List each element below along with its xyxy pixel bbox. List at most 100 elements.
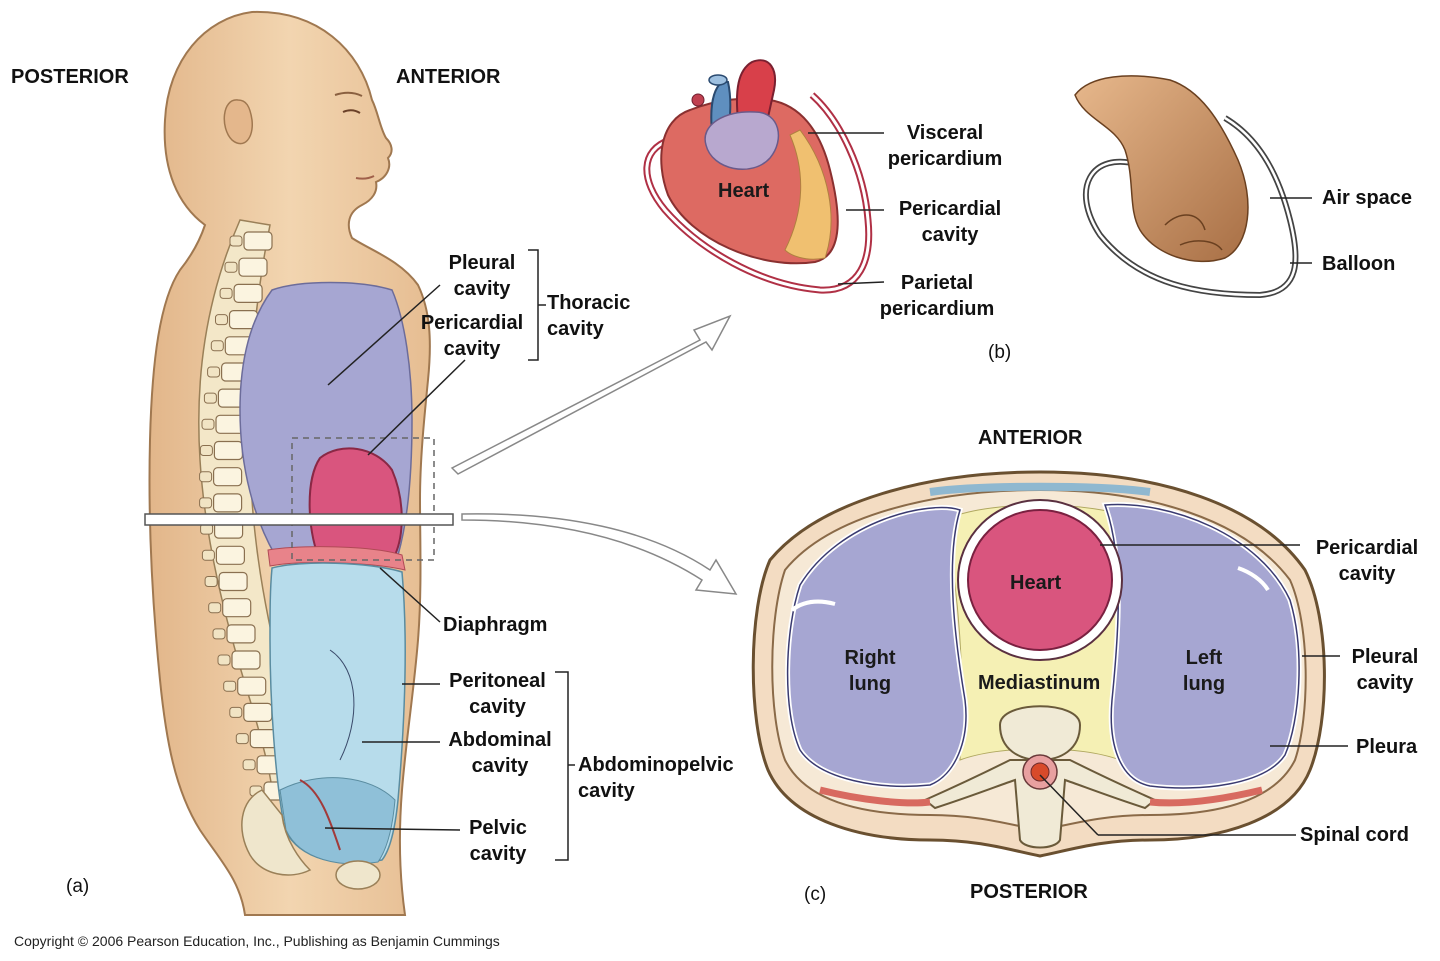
- right-lung-line2: lung: [848, 673, 892, 695]
- pleural-cavity-c-line1: Pleural: [1351, 646, 1419, 668]
- vertebra-process: [201, 418, 215, 430]
- pericardial-cavity-b-line2: cavity: [921, 224, 979, 246]
- pericardial-cavity-region: [308, 447, 403, 556]
- posterior-label-a: POSTERIOR: [11, 66, 129, 88]
- abdominal-divider: [329, 649, 355, 761]
- pleural-cavity-line2: cavity: [453, 278, 511, 300]
- arrow-to-panel-c: [461, 513, 738, 595]
- panel-b-heart: [643, 59, 885, 294]
- pericardial-cavity-b-line1: Pericardial: [898, 198, 1002, 220]
- left-lung-line2: lung: [1182, 673, 1226, 695]
- balloon-label: Balloon: [1322, 253, 1396, 275]
- pericardial-cavity-label-a: Pericardial cavity: [412, 310, 532, 362]
- vertebra: [243, 231, 273, 251]
- pleura-label: Pleura: [1356, 736, 1418, 758]
- atrium: [704, 111, 780, 171]
- vertebra: [215, 545, 245, 565]
- pericardial-cavity-a-line2: cavity: [443, 338, 501, 360]
- sternum-rib: [929, 482, 1151, 496]
- left-lung-edge: [1103, 503, 1300, 789]
- vertebra-body: [998, 705, 1082, 762]
- vertebra: [237, 676, 267, 696]
- vessel-left: [691, 93, 705, 107]
- vertebra-process: [215, 314, 228, 326]
- abdominal-cavity-label: Abdominal cavity: [440, 727, 560, 779]
- peritoneal-cavity-label: Peritoneal cavity: [440, 668, 555, 720]
- vertebra-process: [199, 471, 213, 483]
- vertebra-process: [208, 602, 222, 614]
- parietal-pericardium-line1: Parietal: [900, 272, 974, 294]
- thoracic-cavity-line2: cavity: [547, 318, 604, 340]
- left-lung-fissure: [1237, 566, 1270, 592]
- vertebra-process: [201, 549, 215, 561]
- panel-b-balloon-leaders: [1270, 197, 1312, 264]
- vertebra-process: [199, 497, 213, 509]
- thoracic-cavity-line1: Thoracic: [547, 292, 631, 314]
- panel-b-tag: (b): [988, 342, 1012, 363]
- ear: [223, 99, 253, 145]
- vertebra-process: [224, 261, 238, 273]
- visceral-pericardium-label: Visceral pericardium: [870, 120, 1020, 172]
- pelvis-bone: [241, 789, 312, 876]
- abdominal-cavity-line1: Abdominal: [448, 729, 552, 751]
- peritoneal-cavity-line1: Peritoneal: [449, 670, 546, 692]
- pelvic-cavity-label: Pelvic cavity: [458, 815, 538, 867]
- panel-b-balloon: [1074, 75, 1312, 299]
- vessel-opening: [708, 74, 728, 86]
- abdominal-cavity-line2: cavity: [471, 755, 529, 777]
- vertebra-process: [242, 759, 256, 771]
- pelvic-cavity-line2: cavity: [469, 843, 527, 865]
- pleural-cavity-line1: Pleural: [448, 252, 516, 274]
- diaphragm-band: [267, 546, 406, 571]
- arrow-to-panel-b: [450, 314, 732, 475]
- vertebra-process: [212, 628, 226, 640]
- vertebra-process: [199, 445, 213, 456]
- panel-c-section: [751, 470, 1348, 858]
- vertebra-process: [229, 235, 243, 247]
- pelvis-bone-front: [335, 860, 381, 890]
- peritoneal-cavity-line2: cavity: [469, 696, 526, 718]
- heart-fat: [784, 129, 832, 260]
- vertebra: [238, 257, 268, 277]
- left-lung-label: Left lung: [1164, 645, 1244, 697]
- thoracic-cavity-label: Thoracic cavity: [547, 290, 630, 342]
- vertebra-process: [203, 392, 217, 404]
- parietal-pericardium-label: Parietal pericardium: [862, 270, 1012, 322]
- right-back-muscle: [1149, 786, 1263, 807]
- vertebra-process: [207, 366, 221, 378]
- pericardial-cavity-label-c: Pericardial cavity: [1300, 535, 1434, 587]
- abdominopelvic-cavity-line1: Abdominopelvic: [578, 754, 734, 776]
- panel-b-leaders: [808, 132, 885, 285]
- vertebra: [231, 650, 261, 670]
- vertebra: [218, 571, 248, 592]
- vertebra: [233, 283, 263, 303]
- balloon-inner: [1084, 116, 1297, 297]
- fist-thumb: [1179, 240, 1223, 251]
- anterior-label-c: ANTERIOR: [978, 427, 1083, 449]
- pelvic-cavity-line1: Pelvic: [469, 817, 527, 839]
- parietal-pericardium-line2: pericardium: [879, 298, 995, 320]
- spinal-cord: [1030, 762, 1050, 782]
- right-lung-line1: Right: [844, 647, 896, 669]
- vertebra-process: [204, 576, 218, 587]
- air-space-label: Air space: [1322, 187, 1413, 209]
- heart-label-c: Heart: [1010, 572, 1062, 594]
- vertebra: [226, 624, 256, 644]
- vertebra-process: [235, 733, 249, 745]
- vertebra: [222, 598, 252, 618]
- visceral-pericardium-line1: Visceral: [906, 122, 984, 144]
- vertebra: [213, 440, 243, 461]
- pleural-cavity-label-c: Pleural cavity: [1340, 644, 1430, 696]
- panel-c-tag: (c): [804, 884, 827, 905]
- pericardial-cavity-c-line2: cavity: [1338, 563, 1396, 585]
- heart-section: [967, 509, 1113, 651]
- right-lung-label: Right lung: [830, 645, 910, 697]
- abdominopelvic-cavity-label: Abdominopelvic cavity: [578, 752, 734, 804]
- posterior-label-c: POSTERIOR: [970, 881, 1088, 903]
- anterior-label-a: ANTERIOR: [396, 66, 501, 88]
- abdominopelvic-cavity-line2: cavity: [578, 780, 635, 802]
- pleural-cavity-c-line2: cavity: [1356, 672, 1414, 694]
- eye: [342, 109, 361, 114]
- spinal-cord-label: Spinal cord: [1300, 824, 1409, 846]
